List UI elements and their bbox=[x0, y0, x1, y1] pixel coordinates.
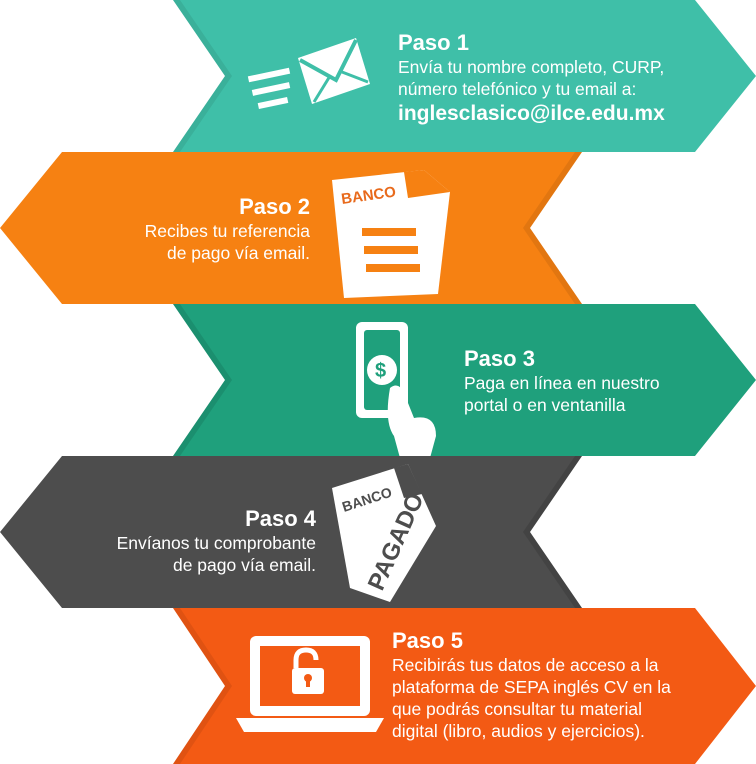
step-3-banner: $ Paso 3 Paga en línea en nuestro portal… bbox=[0, 304, 756, 458]
step-1-email: inglesclasico@ilce.edu.mx bbox=[398, 102, 665, 125]
step-1-line-1: Envía tu nombre completo, CURP, bbox=[398, 57, 665, 77]
step-4-line-1: Envíanos tu comprobante bbox=[116, 533, 316, 553]
step-4-text: Paso 4 Envíanos tu comprobante de pago v… bbox=[117, 506, 316, 576]
step-2-line-1: Recibes tu referencia bbox=[144, 221, 310, 241]
step-3-arrow-shape bbox=[173, 304, 756, 456]
step-1-line-2: número telefónico y tu email a: bbox=[398, 79, 637, 99]
step-1-arrow-shape bbox=[173, 0, 756, 152]
step-2-banner: BANCO Paso 2 Recibes tu referencia de pa… bbox=[0, 152, 756, 304]
paid-receipt-icon: BANCO PAGADO bbox=[332, 464, 436, 602]
step-4-title: Paso 4 bbox=[245, 506, 316, 531]
laptop-unlock-icon bbox=[236, 636, 384, 732]
step-1-title: Paso 1 bbox=[398, 30, 469, 55]
step-5-line-2: plataforma de SEPA inglés CV en la bbox=[392, 677, 671, 697]
step-1-text: Paso 1 Envía tu nombre completo, CURP, n… bbox=[398, 30, 665, 128]
step-5-line-3: que podrás consultar tu material bbox=[392, 699, 642, 719]
svg-text:$: $ bbox=[375, 360, 386, 382]
step-1-banner: Paso 1 Envía tu nombre completo, CURP, n… bbox=[0, 0, 756, 152]
send-email-icon bbox=[247, 38, 370, 110]
step-3-line-2: portal o en ventanilla bbox=[464, 395, 626, 415]
step-2-line-2: de pago vía email. bbox=[166, 243, 310, 263]
step-3-text: Paso 3 Paga en línea en nuestro portal o… bbox=[464, 346, 660, 416]
step-3-line-1: Paga en línea en nuestro bbox=[464, 373, 660, 393]
step-4-line-2: de pago vía email. bbox=[172, 555, 316, 575]
step-2-title: Paso 2 bbox=[239, 194, 310, 219]
step-5-line-4: digital (libro, audios y ejercicios). bbox=[392, 721, 645, 741]
bank-document-icon: BANCO bbox=[332, 170, 450, 298]
step-5-line-1: Recibirás tus datos de acceso a la bbox=[392, 655, 659, 675]
step-3-title: Paso 3 bbox=[464, 346, 535, 371]
step-4-banner: BANCO PAGADO Paso 4 Envíanos tu comproba… bbox=[0, 456, 756, 608]
step-5-title: Paso 5 bbox=[392, 628, 463, 653]
step-2-text: Paso 2 Recibes tu referencia de pago vía… bbox=[145, 194, 310, 264]
step-4-arrow-shape bbox=[0, 456, 582, 608]
hand-holding-money-icon: $ bbox=[356, 322, 436, 458]
step-5-banner: Paso 5 Recibirás tus datos de acceso a l… bbox=[0, 608, 756, 764]
step-5-text: Paso 5 Recibirás tus datos de acceso a l… bbox=[392, 628, 671, 742]
